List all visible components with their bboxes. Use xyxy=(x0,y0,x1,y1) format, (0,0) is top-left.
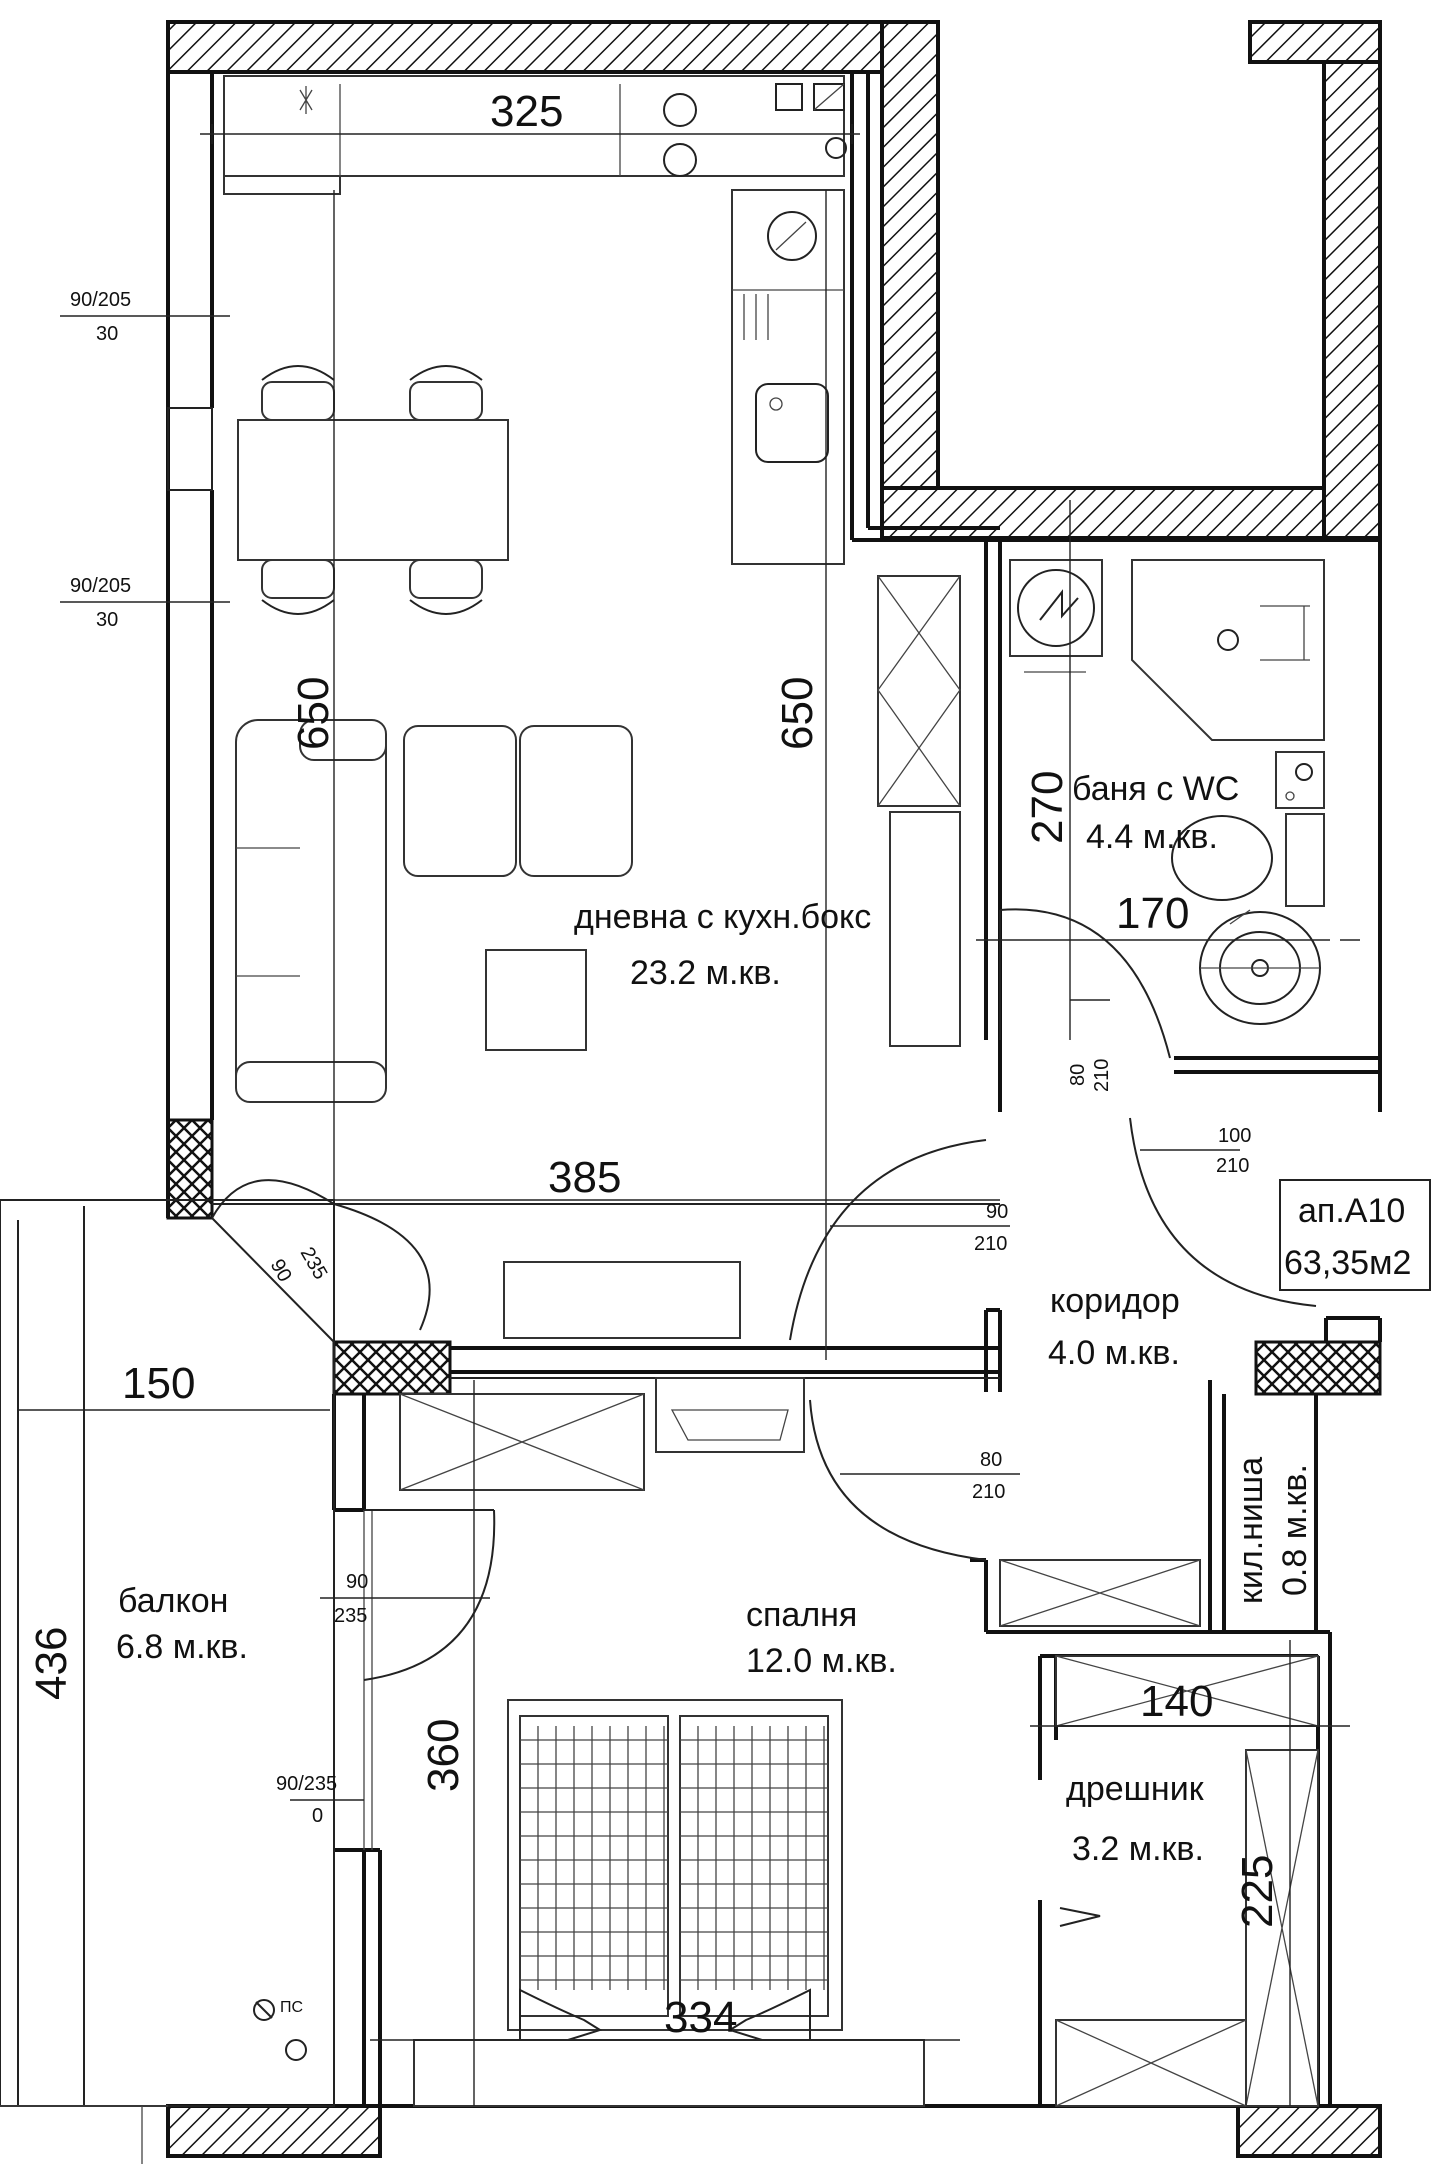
dim-kitchen-width: 325 xyxy=(490,87,563,136)
bedroom-name: спалня xyxy=(746,1596,857,1634)
structural-walls xyxy=(166,20,1382,2158)
door-bath-bottom: 210 xyxy=(1091,1059,1113,1092)
corridor-name: коридор xyxy=(1050,1282,1180,1320)
dim-bath-height: 270 xyxy=(1023,771,1072,844)
bed xyxy=(413,1699,925,2107)
door-living-bottom: 210 xyxy=(974,1233,1007,1255)
dining-table xyxy=(237,365,509,615)
sofa xyxy=(235,719,633,1103)
door-bedroom-bottom: 210 xyxy=(972,1481,1005,1503)
apartment-tag: ап.А10 63,35м2 xyxy=(1279,1179,1431,1291)
window-2-bottom: 30 xyxy=(96,609,118,631)
apartment-area: 63,35м2 xyxy=(1284,1244,1411,1282)
floor-drain-label: ПС xyxy=(280,1999,303,2016)
balcony-area: 6.8 м.кв. xyxy=(116,1628,248,1666)
window-bedroom-top: 90/235 xyxy=(276,1773,337,1795)
window-bedroom-bottom: 0 xyxy=(312,1805,323,1827)
partitions xyxy=(0,72,1382,2164)
dim-bedroom-height: 360 xyxy=(419,1719,468,1792)
columns xyxy=(166,1118,1382,1396)
closet-name: дрешник xyxy=(1066,1770,1205,1808)
corridor-area: 4.0 м.кв. xyxy=(1048,1334,1180,1372)
door-entrance-top: 100 xyxy=(1218,1125,1251,1147)
dim-living-height-left: 650 xyxy=(289,677,338,750)
living-room-area: 23.2 м.кв. xyxy=(630,954,781,992)
dim-closet-width: 140 xyxy=(1140,1677,1213,1726)
floor-drain-symbol: ПС xyxy=(253,1999,307,2061)
niche-name: кил.ниша xyxy=(1232,1457,1270,1604)
door-balcony-bedroom-bottom: 235 xyxy=(334,1605,367,1627)
bath-area: 4.4 м.кв. xyxy=(1086,818,1218,856)
door-living-top: 90 xyxy=(986,1201,1008,1223)
niche-area: 0.8 м.кв. xyxy=(1276,1464,1314,1596)
room-labels: дневна с кухн.бокс 23.2 м.кв. баня с WC … xyxy=(116,770,1314,1868)
tv-cabinet xyxy=(503,575,961,1339)
window-2-top: 90/205 xyxy=(70,575,131,597)
door-balcony-living-top: 90 xyxy=(266,1256,296,1286)
door-swings xyxy=(211,908,1317,1681)
closet-shelves xyxy=(1055,1655,1319,2107)
bedroom-area: 12.0 м.кв. xyxy=(746,1642,897,1680)
door-bath-top: 80 xyxy=(1067,1064,1089,1086)
door-balcony-bedroom-top: 90 xyxy=(346,1571,368,1593)
bath-name: баня с WC xyxy=(1072,770,1239,808)
door-balcony-living-bottom: 235 xyxy=(296,1244,332,1284)
bathroom-fixtures xyxy=(1009,559,1325,1025)
door-entrance-bottom: 210 xyxy=(1216,1155,1249,1177)
dim-closet-height: 225 xyxy=(1233,1855,1282,1928)
wardrobes xyxy=(399,1377,1201,1627)
dim-bedroom-width: 334 xyxy=(664,1993,737,2042)
dimension-labels: 325 650 650 385 270 170 150 436 360 334 … xyxy=(27,87,1282,2042)
closet-area: 3.2 м.кв. xyxy=(1072,1830,1204,1868)
dim-balcony-width: 150 xyxy=(122,1359,195,1408)
dimension-lines xyxy=(18,124,1360,2106)
dim-living-width: 385 xyxy=(548,1153,621,1202)
door-bedroom-top: 80 xyxy=(980,1449,1002,1471)
dim-bath-width: 170 xyxy=(1116,889,1189,938)
dim-balcony-length: 436 xyxy=(27,1627,76,1700)
dim-living-height-right: 650 xyxy=(773,677,822,750)
living-room-name: дневна с кухн.бокс xyxy=(574,898,871,936)
window-1-bottom: 30 xyxy=(96,323,118,345)
apartment-name: ап.А10 xyxy=(1298,1192,1405,1230)
window-1-top: 90/205 xyxy=(70,289,131,311)
balcony-name: балкон xyxy=(118,1582,228,1620)
